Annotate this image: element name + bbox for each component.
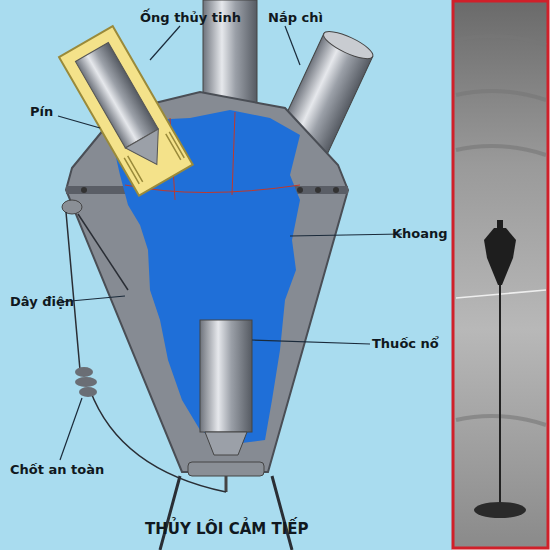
glass-tube	[75, 42, 158, 148]
part-label: Nắp chì	[268, 10, 323, 26]
bottom-ring	[225, 476, 228, 492]
photo-horn	[497, 220, 503, 232]
safety-bead	[75, 367, 93, 377]
leader-line	[285, 26, 300, 65]
bolt	[81, 187, 87, 193]
photo-panel	[453, 1, 548, 548]
part-label: Khoang	[392, 226, 448, 242]
part-label: Dây điện	[10, 294, 74, 310]
bolt	[315, 187, 321, 193]
leader-line	[60, 398, 82, 460]
electric-wire	[78, 214, 128, 290]
explosive-charge	[200, 320, 252, 432]
bottom-fitting	[188, 462, 264, 476]
part-label: Ống thủy tinh	[140, 10, 241, 26]
bolt	[333, 187, 339, 193]
mine-body	[66, 92, 348, 472]
photo-anchor	[474, 502, 526, 518]
yellow-housing	[59, 26, 193, 196]
part-label: Pín	[30, 104, 53, 120]
side-knob	[62, 200, 82, 214]
leader-line	[150, 26, 180, 60]
photo-mine	[484, 228, 516, 285]
photo-cable	[499, 285, 501, 505]
safety-bead	[75, 377, 97, 387]
leader-line	[58, 116, 100, 128]
leader-lines	[58, 26, 402, 460]
safety-wire	[66, 212, 226, 492]
right-horn-top	[320, 26, 376, 63]
leader-line	[252, 340, 370, 344]
background	[0, 0, 452, 550]
diagram-title: THỦY LÔI CẢM TIẾP	[145, 520, 308, 538]
glass-tube-assembly	[59, 26, 193, 196]
battery-pins	[124, 132, 184, 184]
charge-tip	[205, 432, 247, 455]
leader-line	[290, 234, 402, 236]
part-label: Chốt an toàn	[10, 462, 104, 478]
bolt	[297, 187, 303, 193]
anchor-wires	[160, 476, 292, 550]
part-label: Thuốc nổ	[372, 336, 439, 352]
safety-bead	[79, 387, 97, 397]
